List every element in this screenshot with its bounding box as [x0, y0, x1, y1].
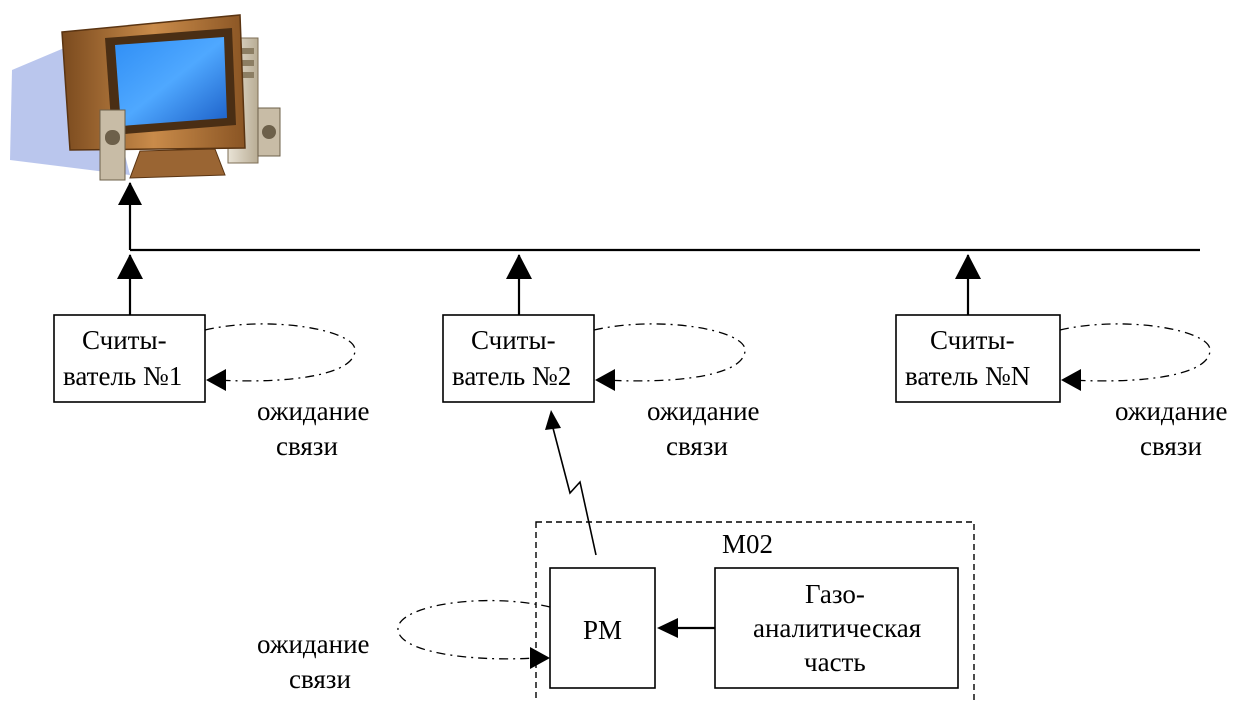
rm-wait-loop: [397, 599, 551, 660]
rm-label: РМ: [583, 615, 622, 645]
reader-2: Считы- ватель №2 ожидание связи: [442, 254, 760, 461]
radio-link: [545, 410, 597, 556]
reader-1: Считы- ватель №1 ожидание связи: [53, 254, 370, 461]
computer-icon: [10, 14, 281, 181]
module-m02: М02 РМ Газо- аналитическая часть ожидани…: [257, 521, 975, 702]
rm-box: [549, 567, 656, 689]
gas-label-line3: часть: [804, 647, 866, 677]
reader-n-label-line1: Считы-: [930, 325, 1015, 355]
arrow-up-icon: [506, 254, 532, 279]
reader-2-label-line2: ватель №2: [452, 361, 571, 391]
gas-label-line2: аналитическая: [753, 613, 921, 643]
arrow-up-icon: [117, 254, 143, 279]
reader-1-label-line1: Считы-: [82, 325, 167, 355]
reader-2-wait-line1: ожидание: [647, 396, 760, 426]
reader-1-wait-line2: связи: [276, 431, 338, 461]
gas-label-line1: Газо-: [805, 579, 865, 609]
reader-n-wait-line1: ожидание: [1115, 396, 1228, 426]
rm-wait-line1: ожидание: [257, 629, 370, 659]
rm-wait-line2: связи: [289, 664, 351, 694]
reader-2-wait-line2: связи: [666, 431, 728, 461]
arrow-up-icon: [955, 254, 981, 279]
reader-1-label-line2: ватель №1: [63, 361, 182, 391]
reader-n-label-line2: ватель №N: [905, 361, 1030, 391]
module-title: М02: [722, 529, 773, 559]
reader-n: Считы- ватель №N ожидание связи: [895, 254, 1228, 461]
reader-1-wait-line1: ожидание: [257, 396, 370, 426]
reader-2-label-line1: Считы-: [471, 325, 556, 355]
reader-n-wait-line2: связи: [1140, 431, 1202, 461]
